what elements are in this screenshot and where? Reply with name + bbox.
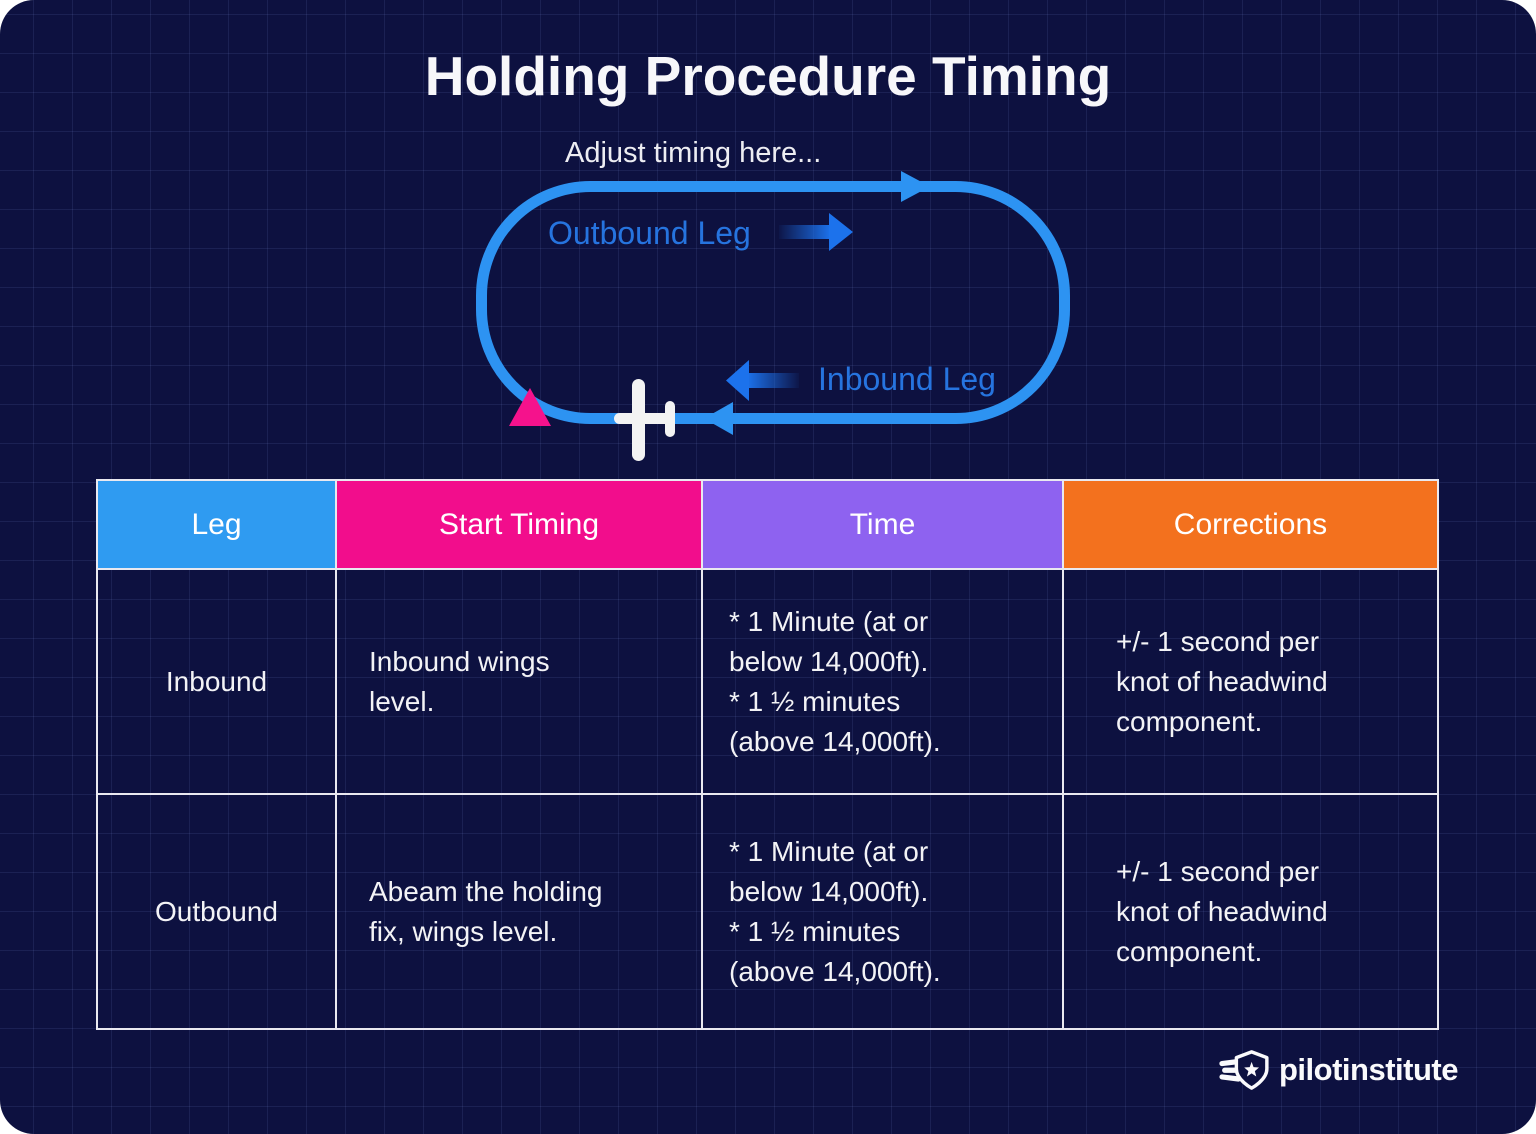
outbound-leg-label: Outbound Leg [548, 215, 751, 251]
airplane-icon [614, 379, 675, 461]
table-row-inbound-start-timing: Inbound wings level. [337, 570, 703, 795]
holding-pattern-track [476, 171, 1070, 435]
table-row-inbound-corrections: +/- 1 second per knot of headwind compon… [1064, 570, 1437, 795]
table-row-outbound-time: * 1 Minute (at or below 14,000ft). * 1 ½… [703, 795, 1064, 1028]
time-line: * 1 ½ minutes [729, 685, 901, 717]
column-header-corrections: Corrections [1064, 481, 1437, 570]
timing-table: Leg Start Timing Time Corrections Inboun… [96, 479, 1439, 1030]
time-line: * 1 Minute (at or [729, 835, 929, 867]
time-line: (above 14,000ft). [729, 955, 941, 987]
inbound-leg-label: Inbound Leg [818, 361, 996, 397]
logo-wordmark: pilotinstitute [1279, 1052, 1458, 1087]
column-header-start-timing: Start Timing [337, 481, 703, 570]
table-row-inbound-leg: Inbound [98, 570, 337, 795]
page-title: Holding Procedure Timing [424, 45, 1112, 107]
inbound-direction-arrow-icon [726, 360, 799, 401]
time-line: below 14,000ft). [729, 875, 929, 907]
winged-shield-star-icon [1219, 1050, 1269, 1090]
column-header-leg: Leg [98, 481, 337, 570]
holding-fix-triangle-icon [509, 388, 551, 426]
time-line: below 14,000ft). [729, 645, 929, 677]
table-row-outbound-corrections: +/- 1 second per knot of headwind compon… [1116, 855, 1328, 967]
column-header-time: Time [703, 481, 1064, 570]
adjust-timing-annotation: Adjust timing here... [565, 137, 822, 169]
time-line: * 1 ½ minutes [729, 915, 901, 947]
outbound-direction-arrow-icon [779, 213, 853, 251]
track-arrow-right-icon [901, 171, 930, 202]
track-arrow-left-icon [704, 402, 733, 435]
table-row-inbound-time: * 1 Minute (at or below 14,000ft). * 1 ½… [703, 570, 1064, 795]
table-row-outbound-start-timing: Abeam the holding fix, wings level. [337, 795, 703, 1028]
time-line: * 1 Minute (at or [729, 605, 929, 637]
table-row-outbound-leg: Outbound [98, 795, 337, 1028]
time-line: (above 14,000ft). [729, 725, 941, 757]
pilot-institute-logo: pilotinstitute [1218, 1050, 1458, 1090]
